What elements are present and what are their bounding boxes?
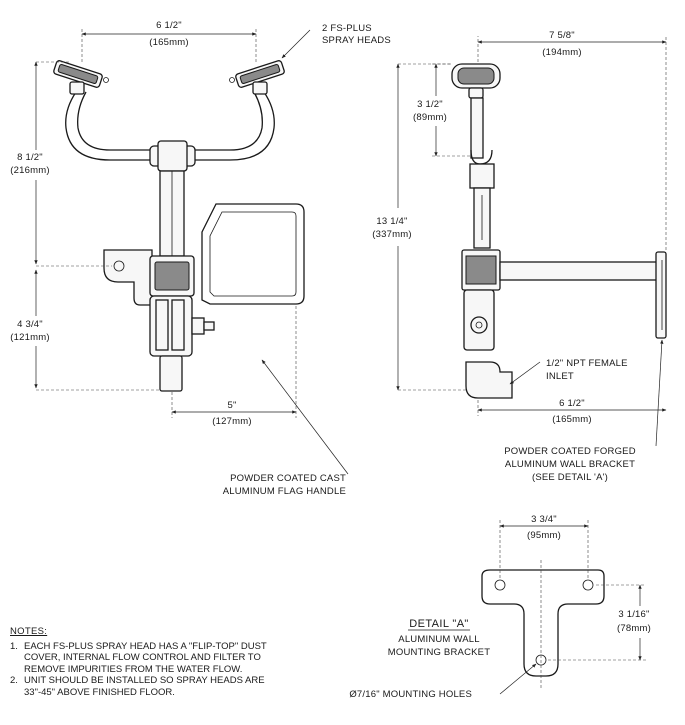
base-offset-imp: 5": [227, 400, 236, 411]
side-depth-met: (194mm): [542, 47, 581, 58]
side-spray-head: [451, 63, 501, 99]
front-view: [53, 60, 305, 392]
base-offset-met: (127mm): [212, 416, 251, 427]
detail-hole-left: [494, 579, 506, 591]
front-plate-hole: [113, 260, 125, 272]
side-dim-head-height: 3 1/2" (89mm): [413, 63, 472, 157]
spray-width-imp: 6 1/2": [156, 20, 182, 31]
front-inlet-stub: [159, 355, 183, 392]
svg-text:MOUNTING BRACKET: MOUNTING BRACKET: [388, 647, 490, 658]
note-text: UNIT SHOULD BE INSTALLED SO SPRAY HEADS …: [24, 675, 265, 698]
side-callout-inlet: 1/2" NPT FEMALE INLET: [509, 358, 628, 385]
front-right-spray-head: [229, 60, 285, 95]
bracket-height-met: (78mm): [617, 623, 651, 634]
front-wall-plate: [103, 249, 153, 306]
height-upper-met: (216mm): [10, 165, 49, 176]
mounting-holes-label: Ø7/16" MOUNTING HOLES: [349, 689, 472, 700]
inlet-offset-met: (165mm): [552, 414, 591, 425]
side-inlet-elbow: [465, 361, 513, 399]
height-lower-met: (121mm): [10, 332, 49, 343]
detail-callout-holes: Ø7/16" MOUNTING HOLES: [349, 663, 537, 700]
svg-text:ALUMINUM WALL: ALUMINUM WALL: [398, 634, 479, 645]
bracket-height-imp: 3 1/16": [618, 609, 649, 620]
front-dim-base-offset: 5" (127mm): [171, 306, 297, 427]
front-dim-height-upper: 8 1/2" (216mm): [10, 61, 112, 267]
svg-text:POWDER COATED CAST: POWDER COATED CAST: [230, 473, 346, 484]
detail-dim-height: 3 1/16" (78mm): [548, 584, 651, 661]
inlet-offset-imp: 6 1/2": [559, 398, 585, 409]
note-text: EACH FS-PLUS SPRAY HEAD HAS A "FLIP-TOP"…: [24, 640, 267, 675]
front-left-spray-head: [53, 60, 109, 95]
side-valve-knob: [470, 316, 488, 334]
notes-title: NOTES:: [10, 626, 48, 637]
side-riser: [470, 97, 484, 159]
front-callout-spray-heads: 2 FS-PLUS SPRAY HEADS: [281, 23, 391, 59]
side-dim-inlet-offset: 6 1/2" (165mm): [477, 398, 667, 425]
svg-text:POWDER COATED FORGED: POWDER COATED FORGED: [504, 446, 636, 457]
total-height-met: (337mm): [372, 229, 411, 240]
front-dim-spray-width: 6 1/2" (165mm): [81, 20, 257, 62]
side-wall-bracket: [655, 251, 667, 339]
detail-title-block: DETAIL "A" ALUMINUM WALL MOUNTING BRACKE…: [388, 618, 490, 658]
side-dim-depth: 7 5/8" (194mm): [477, 30, 667, 250]
note-item: 1. EACH FS-PLUS SPRAY HEAD HAS A "FLIP-T…: [10, 641, 280, 676]
front-flag-handle: [201, 203, 305, 305]
side-callout-wall-bracket: POWDER COATED FORGED ALUMINUM WALL BRACK…: [504, 339, 664, 483]
front-dim-height-lower: 4 3/4" (121mm): [10, 269, 160, 391]
front-left-arm: [65, 91, 150, 161]
side-dim-total-height: 13 1/4" (337mm): [372, 63, 466, 391]
side-wall-arm: [499, 261, 659, 281]
detail-hole-right: [582, 579, 594, 591]
notes-block: NOTES: 1. EACH FS-PLUS SPRAY HEAD HAS A …: [10, 626, 280, 698]
svg-text:SPRAY HEADS: SPRAY HEADS: [322, 35, 391, 46]
svg-text:(SEE DETAIL 'A'): (SEE DETAIL 'A'): [532, 472, 608, 483]
spray-width-met: (165mm): [149, 37, 188, 48]
bracket-width-imp: 3 3/4": [531, 514, 557, 525]
side-depth-imp: 7 5/8": [549, 30, 575, 41]
head-height-met: (89mm): [413, 112, 447, 123]
svg-text:INLET: INLET: [546, 371, 574, 382]
height-lower-imp: 4 3/4": [17, 319, 43, 330]
detail-title: DETAIL "A": [409, 618, 469, 630]
detail-a-bracket: [481, 560, 605, 690]
front-side-nut: [191, 317, 205, 335]
height-upper-imp: 8 1/2": [17, 152, 43, 163]
svg-text:ALUMINUM WALL BRACKET: ALUMINUM WALL BRACKET: [505, 459, 635, 470]
svg-text:1/2" NPT FEMALE: 1/2" NPT FEMALE: [546, 358, 628, 369]
svg-text:2 FS-PLUS: 2 FS-PLUS: [322, 23, 372, 34]
front-right-arm: [195, 91, 275, 161]
head-height-imp: 3 1/2": [417, 99, 443, 110]
bracket-width-met: (95mm): [527, 530, 561, 541]
side-view: [451, 63, 667, 399]
note-item: 2. UNIT SHOULD BE INSTALLED SO SPRAY HEA…: [10, 675, 280, 698]
total-height-imp: 13 1/4": [376, 216, 407, 227]
svg-text:ALUMINUM FLAG HANDLE: ALUMINUM FLAG HANDLE: [223, 486, 346, 497]
detail-bracket-outline: [481, 569, 605, 677]
detail-dim-width: 3 3/4" (95mm): [499, 514, 589, 578]
front-callout-flag-handle: POWDER COATED CAST ALUMINUM FLAG HANDLE: [223, 359, 349, 497]
